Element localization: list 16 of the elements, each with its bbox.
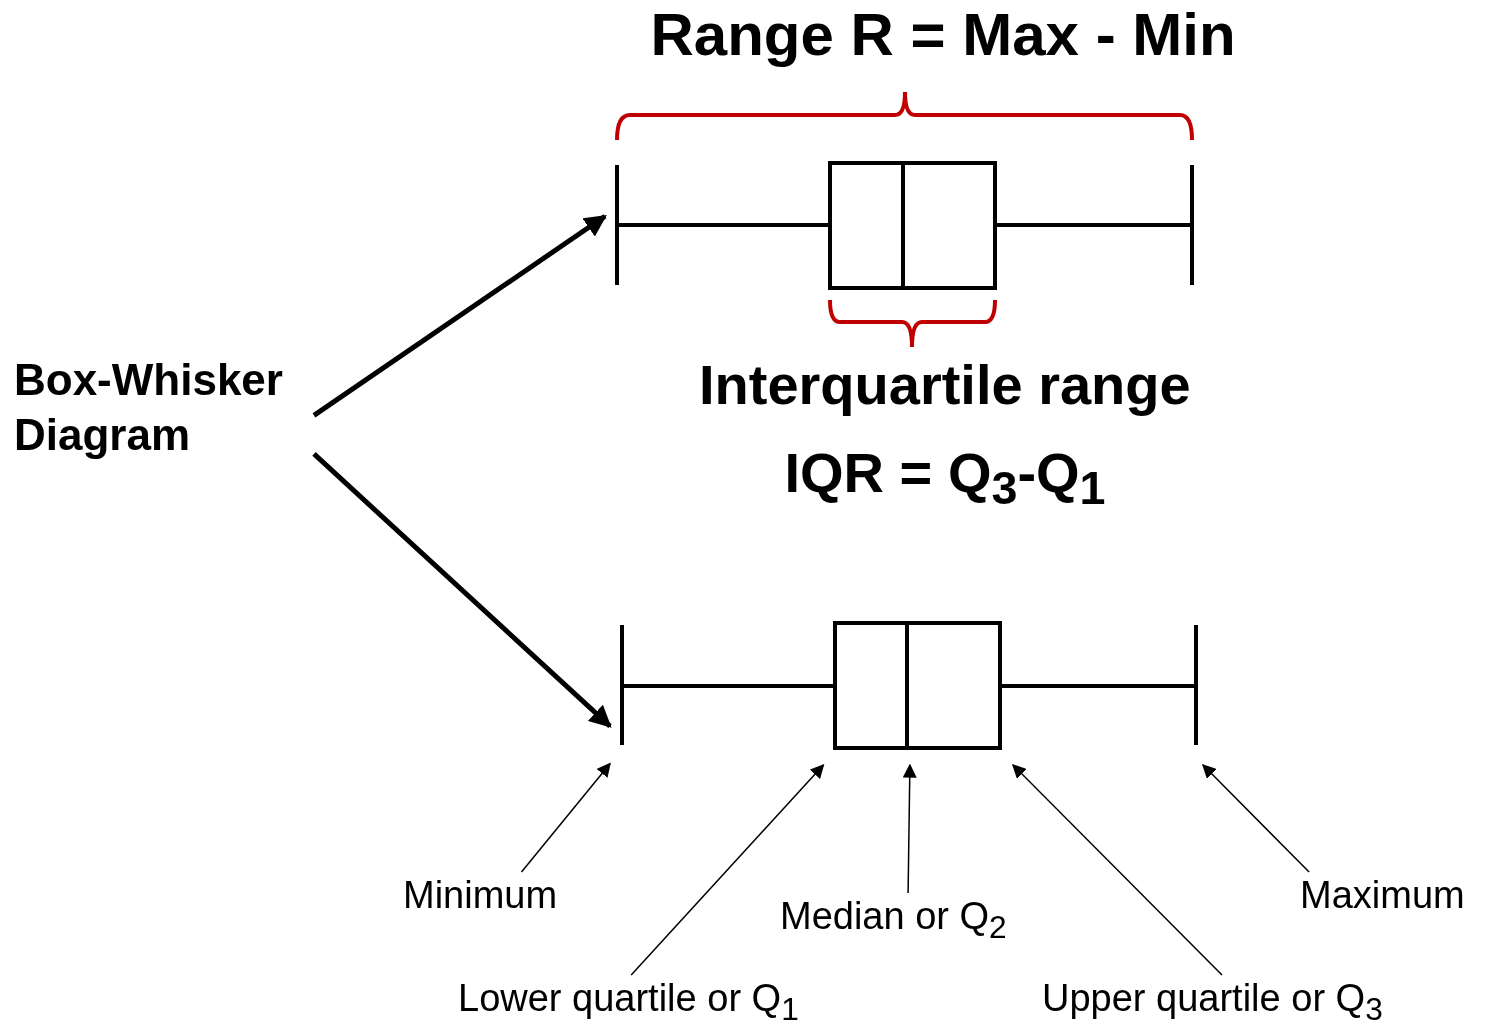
arrow <box>1202 764 1310 873</box>
arrow <box>1012 764 1223 976</box>
leader-text: Minimum <box>403 872 578 916</box>
iqr-formula: IQR = Q$_{3}$-Q$_{1}$ <box>784 440 1106 516</box>
leader-text: Maximum <box>1300 872 1485 916</box>
leader-text: Upper quartile or Q$_{3}$ <box>1042 975 1427 1021</box>
range-formula: Range R = Max - Min <box>650 0 1236 69</box>
leader-text: Median or Q$_{2}$ <box>780 893 1035 941</box>
arrow <box>312 214 607 418</box>
arrow <box>902 763 917 894</box>
diagram-title: Box-Whisker Diagram <box>14 352 314 464</box>
heading: Interquartile range <box>699 352 1191 417</box>
arrow <box>312 452 612 729</box>
arrow <box>630 763 825 976</box>
arrow <box>520 762 611 873</box>
leader-text: Lower quartile or Q$_{1}$ <box>458 975 843 1021</box>
